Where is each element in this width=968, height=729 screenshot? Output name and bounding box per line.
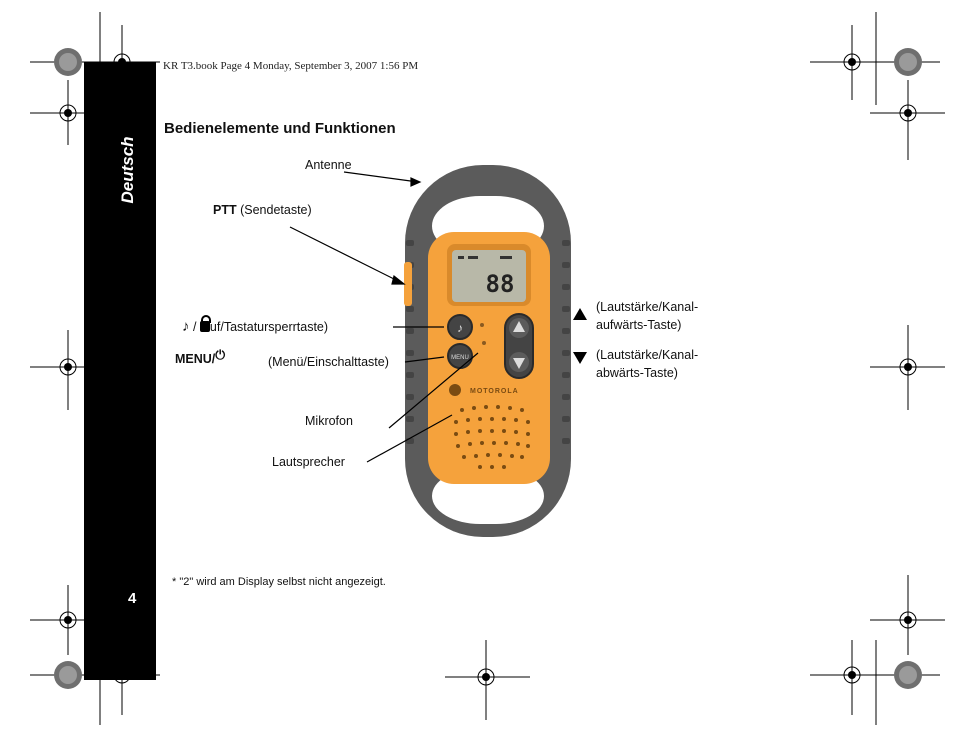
speaker-grille: [454, 405, 530, 469]
menu-desc: (Menü/Einschalttaste): [268, 355, 389, 369]
speaker-label: Lautsprecher: [272, 455, 345, 469]
padlock-icon: [199, 315, 211, 332]
power-icon: ⏻: [215, 348, 226, 362]
microphone-label: Mikrofon: [305, 414, 353, 428]
page-title: Bedienelemente und Funktionen: [164, 120, 396, 137]
svg-text:♪: ♪: [457, 321, 463, 335]
keylock-button: [447, 314, 473, 340]
ptt-label: PTT (Sendetaste): [213, 203, 312, 217]
volume-down-label: (Lautstärke/Kanal-abwärts-Taste): [596, 348, 699, 380]
print-header: KR T3.book Page 4 Monday, September 3, 2…: [163, 60, 419, 72]
sidebar-band: [84, 62, 156, 680]
keylock-label: ♪ / uf/Tastatursperrtaste): [182, 315, 328, 335]
antenna-label: Antenne: [305, 158, 352, 172]
lcd-display: [452, 250, 526, 302]
up-triangle-icon: [573, 308, 587, 320]
volume-up-label: (Lautstärke/Kanal-aufwärts-Taste): [596, 300, 699, 332]
page-number: 4: [128, 590, 137, 607]
footnote: * "2" wird am Display selbst nicht angez…: [172, 576, 386, 588]
svg-text:MOTOROLA: MOTOROLA: [470, 388, 519, 395]
ptt-button: [404, 262, 412, 306]
down-triangle-icon: [573, 352, 587, 364]
lcd-digits: 88: [486, 270, 515, 298]
music-note-icon: ♪: [182, 318, 190, 335]
menu-label: MENU/⏻: [175, 348, 226, 366]
svg-text:MENU: MENU: [451, 355, 469, 361]
